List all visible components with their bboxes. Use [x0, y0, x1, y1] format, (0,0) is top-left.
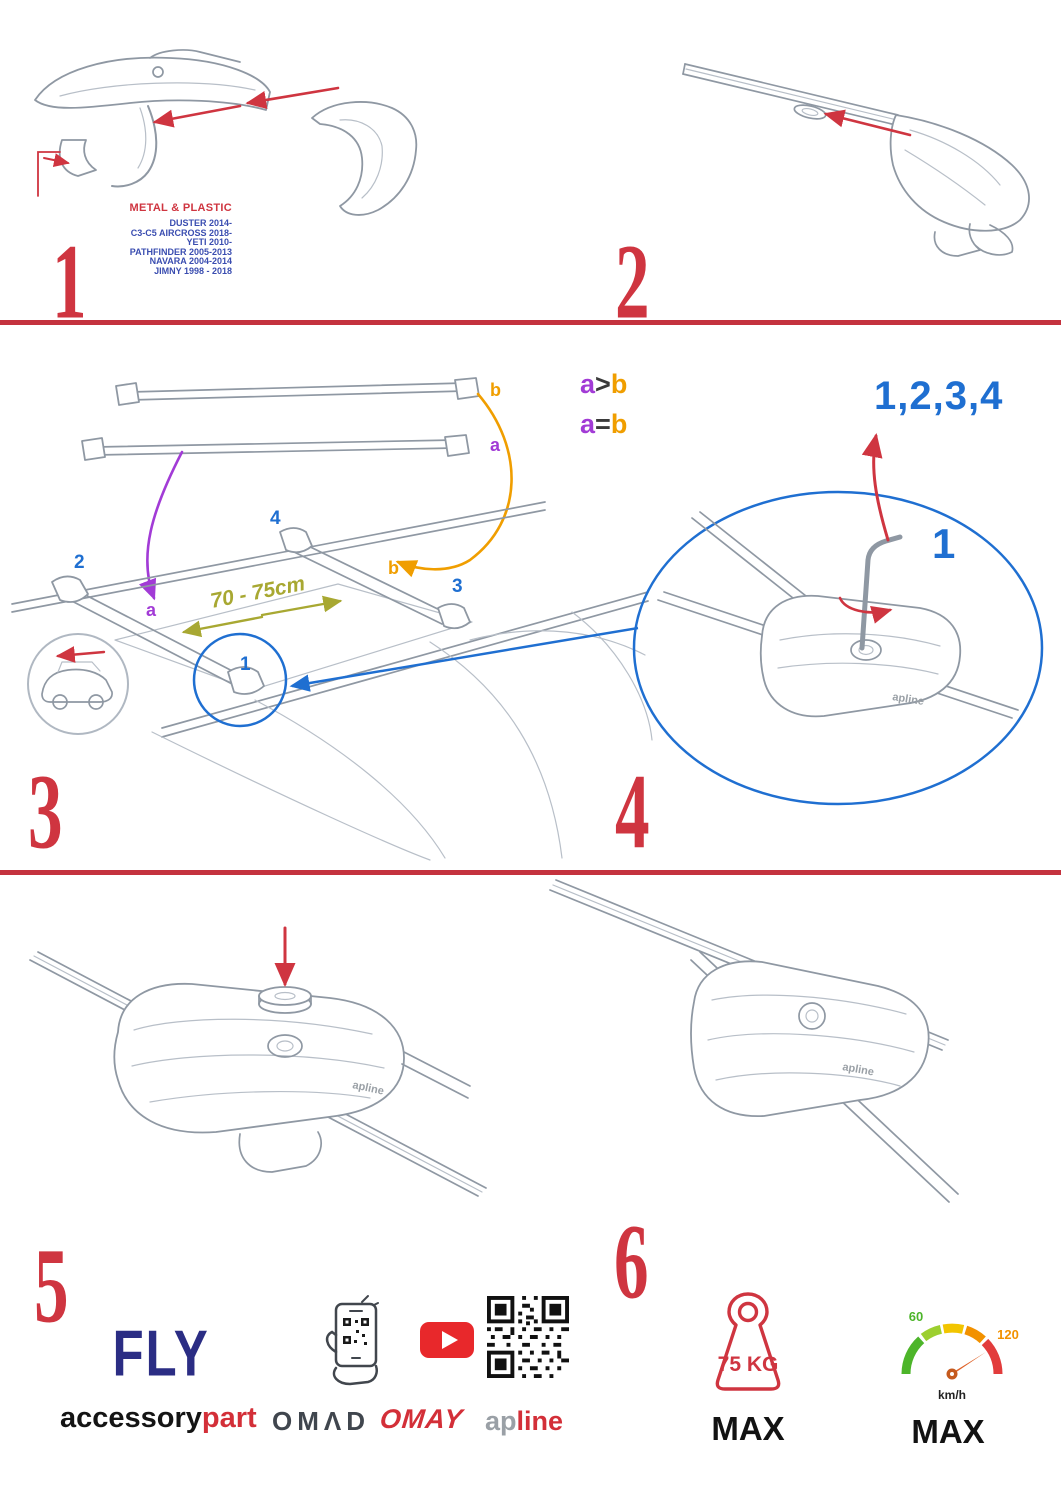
zoom-circle	[632, 490, 1044, 806]
legend-line-2: a=b	[580, 409, 628, 439]
max-weight-icon: 75 KG	[715, 1292, 781, 1391]
position-2-label: 2	[74, 552, 85, 573]
foot-body	[690, 960, 930, 1117]
foot-mounted-drawing: apline	[549, 879, 959, 1203]
bar-a-guide-curve	[139, 450, 184, 601]
pad-seat-arrow	[152, 104, 242, 128]
apline-logo-small: apline	[892, 691, 925, 708]
apline-logo-small: apline	[841, 1061, 874, 1078]
omad-logo: OMΛD	[272, 1406, 370, 1436]
scan-qr-phone-icon	[325, 1295, 379, 1386]
roof-b-label: b	[388, 558, 399, 578]
rubber-pad-piece	[311, 101, 418, 216]
legend-line-1: a>b	[580, 369, 628, 399]
rotate-arrow	[838, 596, 893, 624]
step-number-6: 6	[614, 1201, 649, 1322]
accessorypart-logo: accessorypart	[60, 1402, 257, 1434]
youtube-icon	[420, 1322, 474, 1358]
step3-step4-illustration: b a	[11, 377, 1044, 861]
position-4-label: 4	[270, 508, 281, 529]
apline-logo: apline	[485, 1406, 564, 1436]
position-1-label: 1	[240, 654, 251, 675]
crossbar-end-drawing	[682, 63, 1030, 257]
speed-limit-icon: 60 120 km/h	[901, 1309, 1019, 1402]
bar-slot	[793, 104, 827, 120]
sequence-arrow	[861, 433, 890, 542]
weight-value: 75 KG	[718, 1353, 779, 1376]
section-divider	[0, 320, 1061, 325]
direction-arrow	[55, 646, 106, 663]
model-line: YETI 2010-	[186, 237, 232, 248]
foot-body	[759, 594, 962, 718]
model-line: NAVARA 2004-2014	[149, 256, 232, 267]
omay-logo: OMAY	[378, 1404, 465, 1434]
foot-body	[889, 114, 1030, 232]
product-name: FLY	[112, 1317, 210, 1390]
tightening-sequence: 1,2,3,4	[874, 374, 1004, 418]
position-3-label: 3	[452, 576, 463, 597]
weight-max-label: MAX	[711, 1410, 785, 1447]
zoom-detail-drawing: apline	[632, 433, 1044, 806]
step-number-1: 1	[52, 221, 87, 342]
bar-b-guide-curve	[395, 392, 513, 578]
distance-arrow-left	[181, 615, 264, 638]
speed-low-label: 60	[909, 1309, 923, 1324]
step-number-5: 5	[34, 1225, 69, 1346]
distance-label: 70 - 75cm	[209, 572, 307, 613]
car-roof-drawing	[11, 501, 653, 861]
step-number-2: 2	[615, 221, 650, 342]
car-direction-inset	[27, 633, 129, 735]
bar-b-label: b	[490, 380, 501, 400]
pad-insert-arrow	[245, 86, 340, 109]
lever-arrow	[43, 153, 70, 167]
section-divider	[0, 870, 1061, 875]
step-number-4: 4	[615, 751, 650, 872]
step1-step2-illustration	[34, 49, 1030, 257]
leader-bracket	[37, 151, 61, 197]
foot-lock-drawing: apline	[29, 926, 487, 1197]
speed-high-label: 120	[997, 1327, 1019, 1342]
model-line: DUSTER 2014-	[169, 218, 232, 228]
slot-arrow	[823, 109, 912, 137]
clamp-foot-drawing	[34, 49, 418, 216]
qr-code	[487, 1296, 569, 1378]
speed-max-label: MAX	[911, 1413, 985, 1450]
loose-crossbars: b a	[81, 377, 501, 461]
sequence-first-position: 1	[932, 520, 956, 567]
roof-a-label: a	[146, 600, 157, 620]
step5-step6-illustration: apline apline	[29, 879, 959, 1203]
position-1-circle	[192, 632, 288, 728]
model-line: JIMNY 1998 - 2018	[154, 265, 232, 276]
zoom-leader-line	[289, 626, 639, 692]
compatibility-list: METAL & PLASTIC DUSTER 2014- C3-C5 AIRCR…	[118, 202, 232, 277]
allen-key	[859, 534, 903, 651]
legend: a>b a=b	[580, 364, 627, 444]
speed-unit-label: km/h	[938, 1388, 966, 1402]
speedometer-needle	[949, 1352, 986, 1377]
step-number-3: 3	[28, 751, 63, 872]
material-heading: METAL & PLASTIC	[129, 202, 232, 214]
bar-a-label: a	[490, 435, 501, 455]
distance-arrow-right	[260, 595, 343, 617]
model-line: C3-C5 AIRCROSS 2018-	[130, 227, 232, 238]
model-line: PATHFINDER 2005-2013	[129, 246, 232, 257]
